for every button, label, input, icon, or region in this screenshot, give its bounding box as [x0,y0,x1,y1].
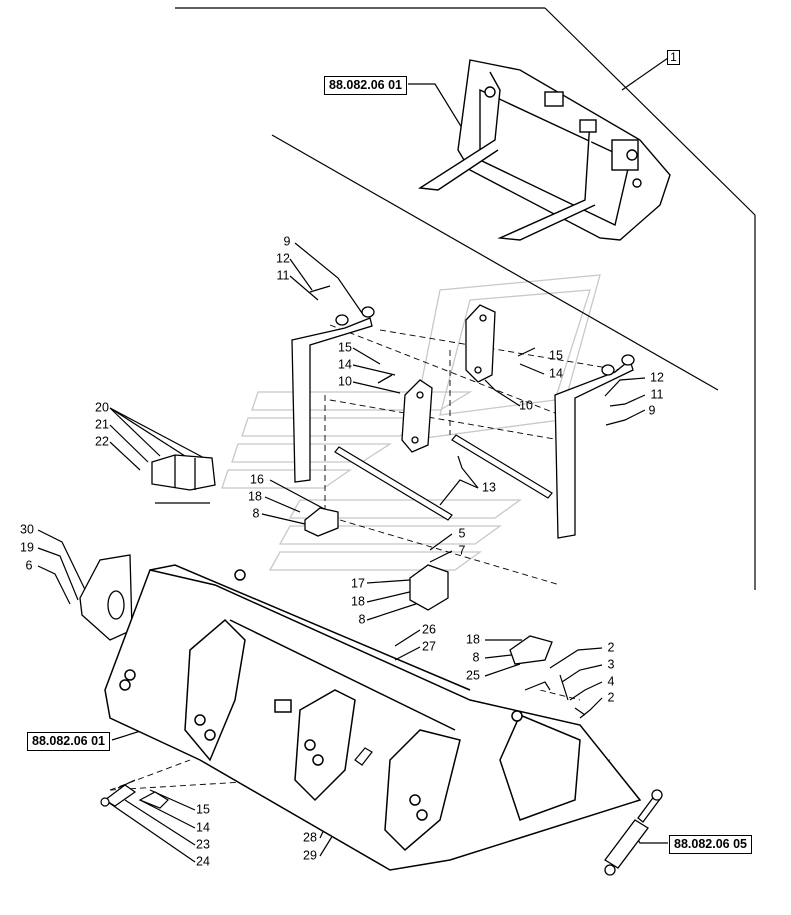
callout: 14 [338,357,352,372]
frame-number-box: 1 [667,50,680,65]
callout: 14 [549,366,563,381]
callout: 18 [351,594,365,609]
callout: 15 [196,802,210,817]
fork-arm-left [291,285,393,483]
callout: 2 [607,690,615,705]
callout: 10 [338,374,352,389]
callout: 12 [276,251,290,266]
callout: 8 [252,506,260,521]
callout: 19 [20,540,34,555]
callout: 29 [303,848,317,863]
callout: 4 [607,674,615,689]
lock-pin-parts [100,674,586,809]
hydraulic-cylinder [604,789,663,876]
pin-rods [334,434,553,521]
callout: 6 [25,558,33,573]
callout: 8 [358,612,366,627]
guard-cover [79,554,133,641]
clamp-block [151,454,216,491]
callout: 23 [196,837,210,852]
callout: 5 [458,526,466,541]
callout: 10 [519,398,533,413]
callout: 25 [466,668,480,683]
callout: 26 [422,622,436,637]
callout: 21 [95,417,109,432]
hinge-brackets [304,507,553,665]
callout: 20 [95,400,109,415]
callout: 14 [196,820,210,835]
fork-arm-right [554,354,635,539]
callout: 24 [196,854,210,869]
callout: 15 [338,340,352,355]
callout: 13 [482,480,496,495]
callout: 27 [422,639,436,654]
callout: 3 [607,657,615,672]
reference-top[interactable]: 88.082.06 01 [324,76,407,95]
callout: 16 [250,472,264,487]
callout: 15 [549,348,563,363]
main-bucket [104,564,642,871]
callout: 2 [607,640,615,655]
callout: 28 [303,830,317,845]
callout: 12 [650,370,664,385]
link-plates [401,304,496,453]
callout: 22 [95,434,109,449]
callout: 18 [466,632,480,647]
reference-right[interactable]: 88.082.06 05 [669,835,752,854]
callout: 18 [248,489,262,504]
callout: 17 [351,576,365,591]
callout: 9 [648,403,656,418]
callout: 30 [20,522,34,537]
callout: 11 [276,268,290,283]
callout: 8 [472,650,480,665]
callout: 7 [458,543,466,558]
callout: 9 [283,234,291,249]
callout: 11 [650,387,664,402]
fork-bucket-assembly [417,59,671,241]
reference-left[interactable]: 88.082.06 01 [27,732,110,751]
